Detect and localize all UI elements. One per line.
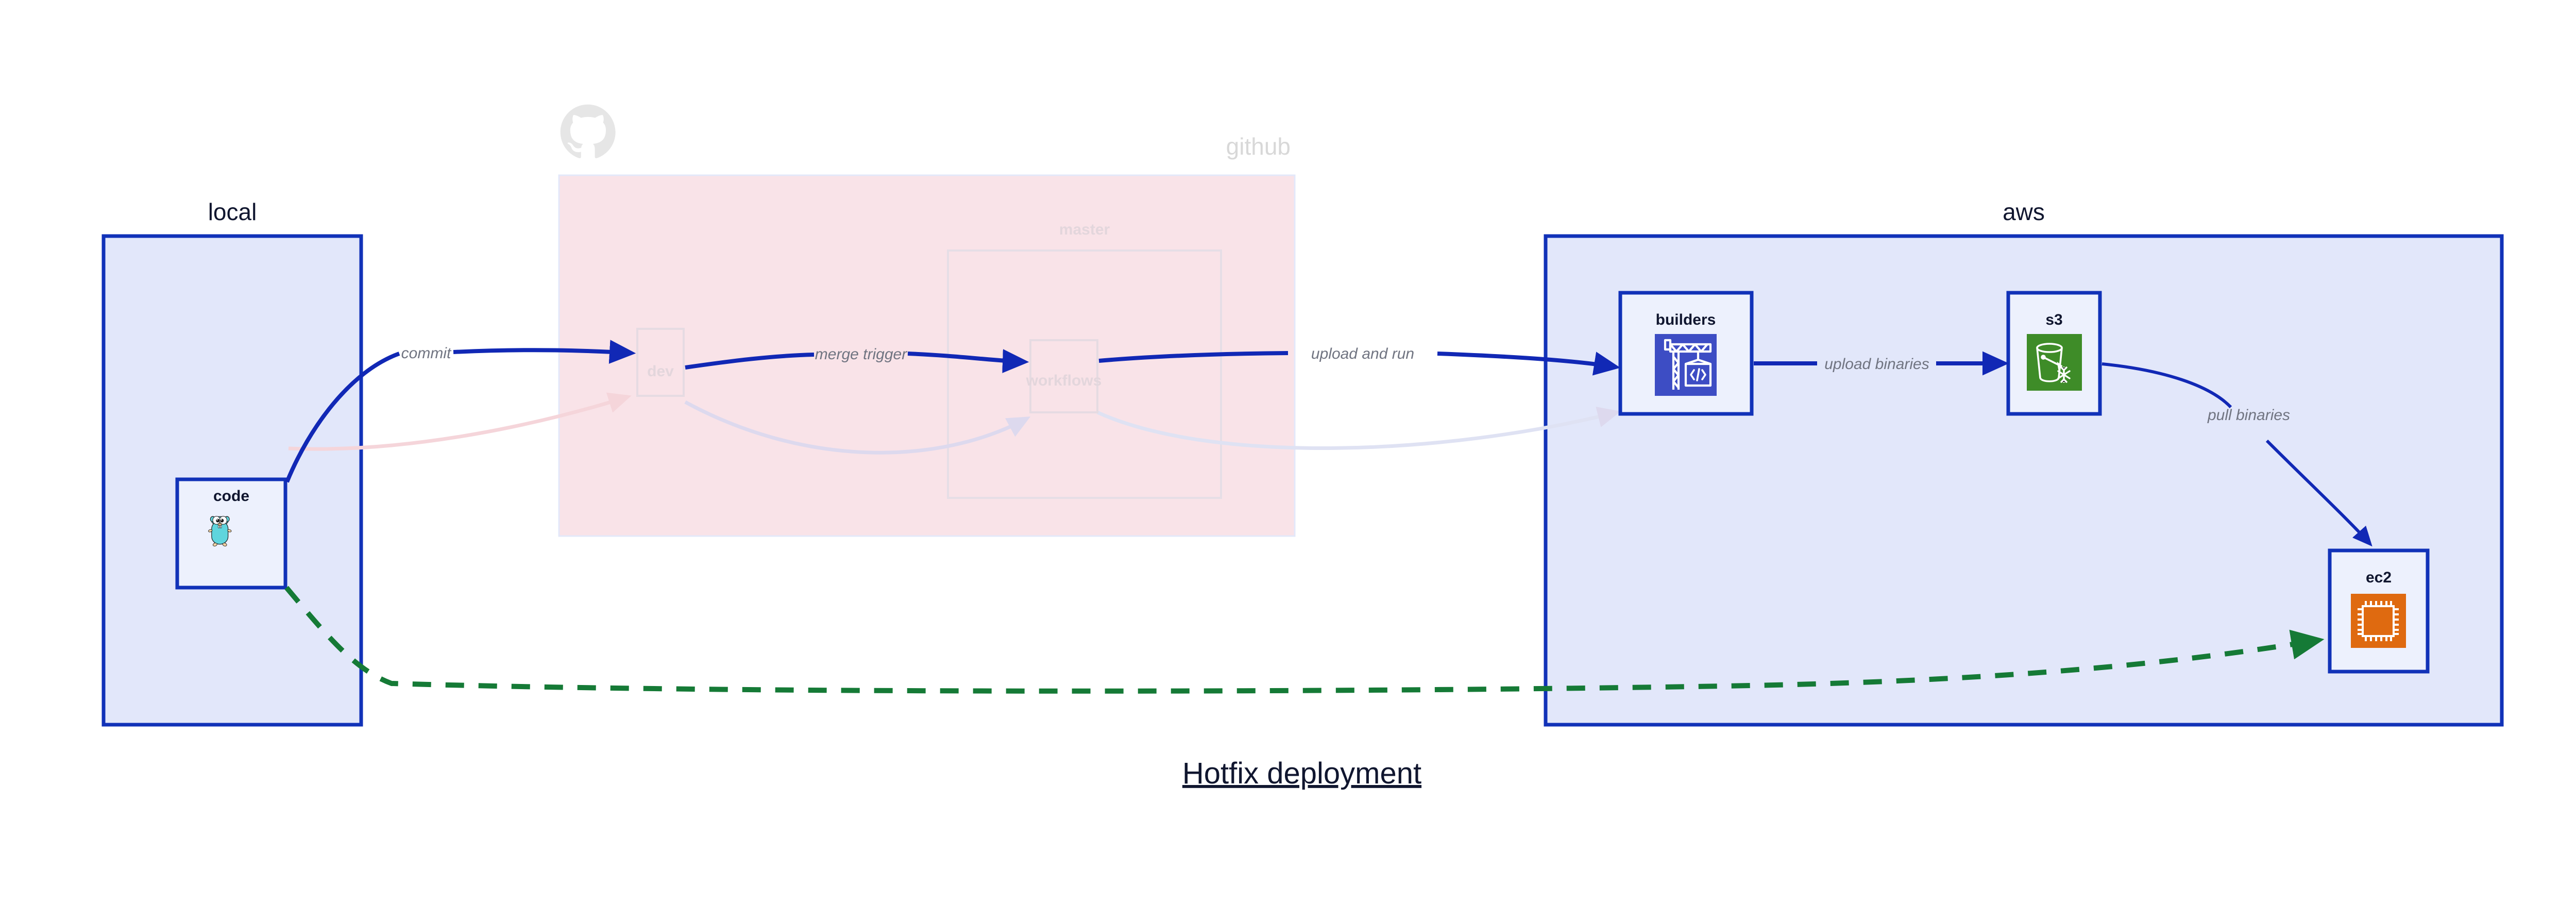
edge-commit-path-2 [453, 340, 636, 364]
node-ec2[interactable]: ec2 [2328, 548, 2430, 674]
edge-faded-workflows-builders [1096, 407, 1621, 450]
faded-edges-layer [288, 392, 1621, 455]
edge-faded-dev-workflows [684, 400, 1031, 455]
cluster-local: local [101, 198, 363, 727]
node-code-box[interactable] [175, 477, 287, 590]
edge-upload-and-run-path-2 [1437, 352, 1621, 376]
cluster-github-label: github [1226, 133, 1291, 160]
golang-gopher-icon [208, 516, 232, 547]
edge-hotfix-path-line [284, 586, 2325, 694]
cluster-master-box [947, 249, 1222, 499]
edge-upload-binaries-label: upload binaries [1824, 356, 1929, 373]
edge-upload-and-run-path [1098, 351, 1289, 363]
s3-glacier-bucket-icon [2027, 334, 2082, 391]
edge-pull-binaries-path-2 [2265, 439, 2372, 547]
node-code-label: code [213, 488, 249, 505]
edge-pull-binaries-label: pull binaries [2207, 407, 2290, 424]
node-dev-label: dev [647, 363, 674, 380]
edge-upload-binaries: upload binaries [1754, 351, 2009, 376]
node-s3-label: s3 [2045, 311, 2062, 328]
edge-pull-binaries-path [2102, 362, 2232, 409]
node-builders-label: builders [1656, 311, 1716, 328]
edge-commit: commit [285, 340, 636, 483]
diagram-title: Hotfix deployment [1182, 757, 1421, 790]
node-dev-box[interactable] [636, 328, 685, 397]
cluster-master: master [947, 221, 1222, 499]
node-builders[interactable]: builders [1618, 291, 1754, 416]
cluster-github: github [558, 133, 1296, 537]
edge-commit-path [285, 352, 400, 483]
crane-code-icon [1655, 334, 1717, 396]
edge-faded-code-dev [288, 392, 632, 451]
edge-pull-binaries: pull binaries [2102, 362, 2372, 547]
node-workflows[interactable]: workflows [1026, 339, 1102, 413]
edge-hotfix-path [284, 586, 2325, 694]
cluster-aws-label: aws [2003, 198, 2045, 225]
node-ec2-label: ec2 [2366, 569, 2392, 586]
cpu-chip-icon [2351, 594, 2406, 648]
node-workflows-box[interactable] [1029, 339, 1098, 413]
node-s3[interactable]: s3 [2006, 291, 2102, 416]
node-dev[interactable]: dev [636, 328, 685, 397]
github-octocat-icon [560, 104, 616, 158]
edge-upload-and-run-label: upload and run [1311, 345, 1414, 362]
cluster-local-label: local [208, 198, 257, 225]
edge-commit-label: commit [401, 345, 452, 362]
edge-upload-and-run: upload and run [1098, 345, 1621, 376]
edge-merge-trigger-path [685, 353, 815, 370]
node-code[interactable]: code [175, 477, 287, 590]
edge-merge-trigger: merge trigger [685, 346, 1029, 373]
edge-merge-trigger-path-2 [907, 349, 1029, 373]
node-workflows-label: workflows [1026, 372, 1102, 389]
edge-merge-trigger-label: merge trigger [815, 346, 907, 363]
cluster-master-label: master [1059, 221, 1110, 238]
